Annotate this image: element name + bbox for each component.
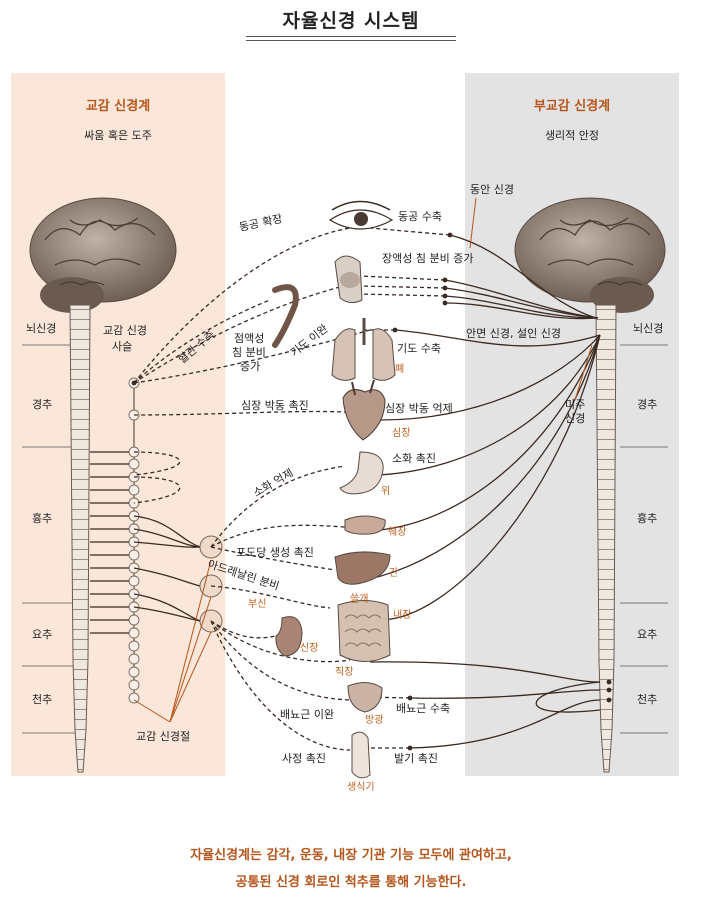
organ-label-stomach: 위 [381, 484, 390, 497]
label-erection: 발기 촉진 [394, 752, 438, 765]
chain-label-2: 사슬 [112, 340, 132, 353]
parasympathetic-subtitle: 생리적 안정 [544, 129, 600, 142]
eye-illustration [328, 200, 394, 230]
sympathetic-chain [128, 377, 140, 704]
caption-line-2: 공통된 신경 회로인 척추를 통해 기능한다. [235, 875, 467, 890]
spine-label-sacral: 천추 [32, 692, 52, 706]
caption-line-1: 자율신경계는 감각, 운동, 내장 기관 기능 모두에 관여하고, [190, 848, 512, 863]
organ-label-genitals: 생식기 [347, 781, 375, 793]
page-title: 자율신경 시스템 [282, 10, 420, 32]
vagus-label-1: 미주 [565, 398, 585, 411]
sympathetic-trunks [133, 515, 201, 622]
label-pupil-dilate: 동공 확장 [238, 212, 284, 234]
bladder-illustration [347, 682, 383, 713]
chain-label-1: 교감 신경 [103, 324, 147, 337]
label-mucus-saliva-1: 점액성 [234, 332, 264, 345]
bottom-caption: 자율신경계는 감각, 운동, 내장 기관 기능 모두에 관여하고, 공통된 신경… [0, 842, 702, 896]
genital-illustration [351, 731, 371, 779]
label-saliva-increase: 장액성 침 분비 증가 [382, 252, 473, 265]
sympathetic-subtitle: 싸움 혹은 도주 [84, 129, 152, 142]
spine-label-cervical-right: 경추 [637, 398, 657, 411]
organ-label-lung: 폐 [395, 363, 404, 375]
spine-label-lumbar: 요추 [32, 628, 52, 641]
facial-nerve-label: 안면 신경, 설인 신경 [466, 327, 561, 340]
spine-label-cranial-right: 뇌신경 [633, 322, 663, 335]
lung-illustration [331, 318, 396, 381]
label-mucus-saliva-2: 침 분비 [232, 346, 266, 359]
organ-label-pancreas: 췌장 [388, 526, 406, 538]
heart-illustration [342, 379, 386, 441]
spine-label-cervical: 경추 [32, 398, 52, 411]
leader-lines [469, 197, 593, 401]
parasympathetic-title: 부교감 신경계 [533, 99, 611, 114]
label-digestion-promote: 소화 촉진 [392, 452, 436, 465]
label-airway-constrict: 기도 수축 [397, 342, 441, 355]
spine-label-thoracic-right: 흉추 [637, 511, 657, 525]
ganglion-label: 교감 신경절 [136, 730, 190, 743]
kidney-illustration [275, 616, 303, 657]
label-digestion-inhibit: 소화 억제 [251, 466, 296, 499]
left-brain-illustration [29, 197, 177, 313]
label-heart-accelerate: 심장 박동 촉진 [241, 399, 309, 412]
vagus-label-2: 신경 [565, 412, 585, 425]
oculomotor-label: 동안 신경 [470, 183, 514, 196]
left-spinal-cord [69, 304, 91, 773]
label-bladder-relax: 배뇨근 이완 [280, 708, 334, 721]
label-glucose: 포도당 생성 촉진 [236, 546, 314, 559]
label-heart-inhibit: 심장 박동 억제 [385, 402, 453, 415]
label-pupil-constrict: 동공 수축 [398, 210, 442, 223]
label-mucus-saliva-3: 증가 [240, 360, 260, 373]
organ-label-kidney: 신장 [300, 642, 318, 654]
sympathetic-pathways [133, 227, 371, 751]
liver-illustration [334, 551, 391, 585]
organ-label-heart: 심장 [392, 427, 410, 439]
intestine-illustration [337, 600, 391, 662]
sympathetic-panel: 교감 신경계 싸움 혹은 도주 [11, 73, 225, 776]
prevertebral-ganglia [199, 535, 223, 633]
parasympathetic-panel: 부교감 신경계 생리적 안정 [465, 73, 679, 776]
right-spinal-cord [595, 304, 617, 773]
organ-label-liver: 간 [389, 567, 398, 579]
spine-label-cranial: 뇌신경 [26, 322, 56, 335]
organ-label-adrenal: 부신 [248, 598, 266, 610]
ganglion-leaders [133, 559, 212, 723]
chain-connectors [90, 451, 129, 634]
label-ejaculation: 사정 촉진 [282, 752, 326, 765]
sympathetic-title: 교감 신경계 [85, 99, 151, 114]
spine-label-sacral-right: 천추 [637, 692, 657, 706]
spine-label-thoracic: 흉추 [32, 511, 52, 525]
stomach-illustration [339, 451, 384, 495]
right-brain-illustration [514, 197, 666, 313]
nerve-ends [131, 232, 612, 751]
organ-label-intestine: 내장 [393, 609, 411, 621]
organ-label-rectum: 직장 [335, 666, 353, 678]
title-underline [246, 36, 456, 41]
salivary-illustration [334, 255, 363, 304]
organ-label-gallbladder: 쓸개 [350, 593, 368, 605]
label-airway-relax: 기도 이완 [288, 322, 331, 359]
pancreas-illustration [344, 515, 386, 535]
parasympathetic-pathways [364, 234, 601, 749]
label-bladder-contract: 배뇨근 수축 [396, 702, 450, 715]
spine-section-dividers [22, 344, 668, 734]
spine-label-lumbar-right: 요추 [637, 628, 657, 641]
vessel-illustration [272, 284, 299, 348]
organ-label-bladder: 방광 [365, 714, 383, 726]
